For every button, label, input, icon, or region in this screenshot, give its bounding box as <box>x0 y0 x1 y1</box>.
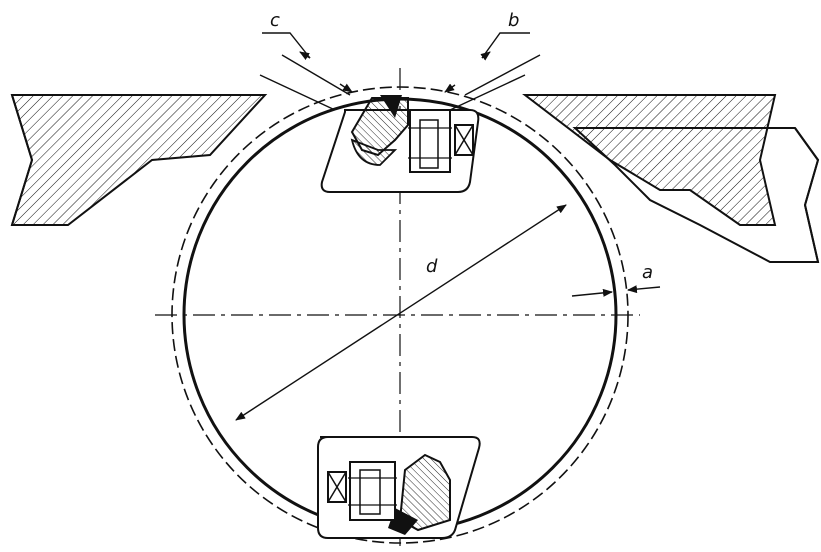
label-b: b <box>508 10 519 31</box>
label-c: c <box>270 10 280 31</box>
label-a: a <box>642 262 653 283</box>
dimension-b <box>444 32 541 111</box>
dimension-a <box>571 285 661 297</box>
bottom-roller-assembly <box>317 436 481 539</box>
dimension-d <box>235 204 567 421</box>
left-plate <box>10 94 268 226</box>
dimension-c <box>259 32 353 111</box>
top-roller-assembly <box>320 95 480 193</box>
right-plate <box>522 94 820 263</box>
label-d: d <box>426 256 438 277</box>
